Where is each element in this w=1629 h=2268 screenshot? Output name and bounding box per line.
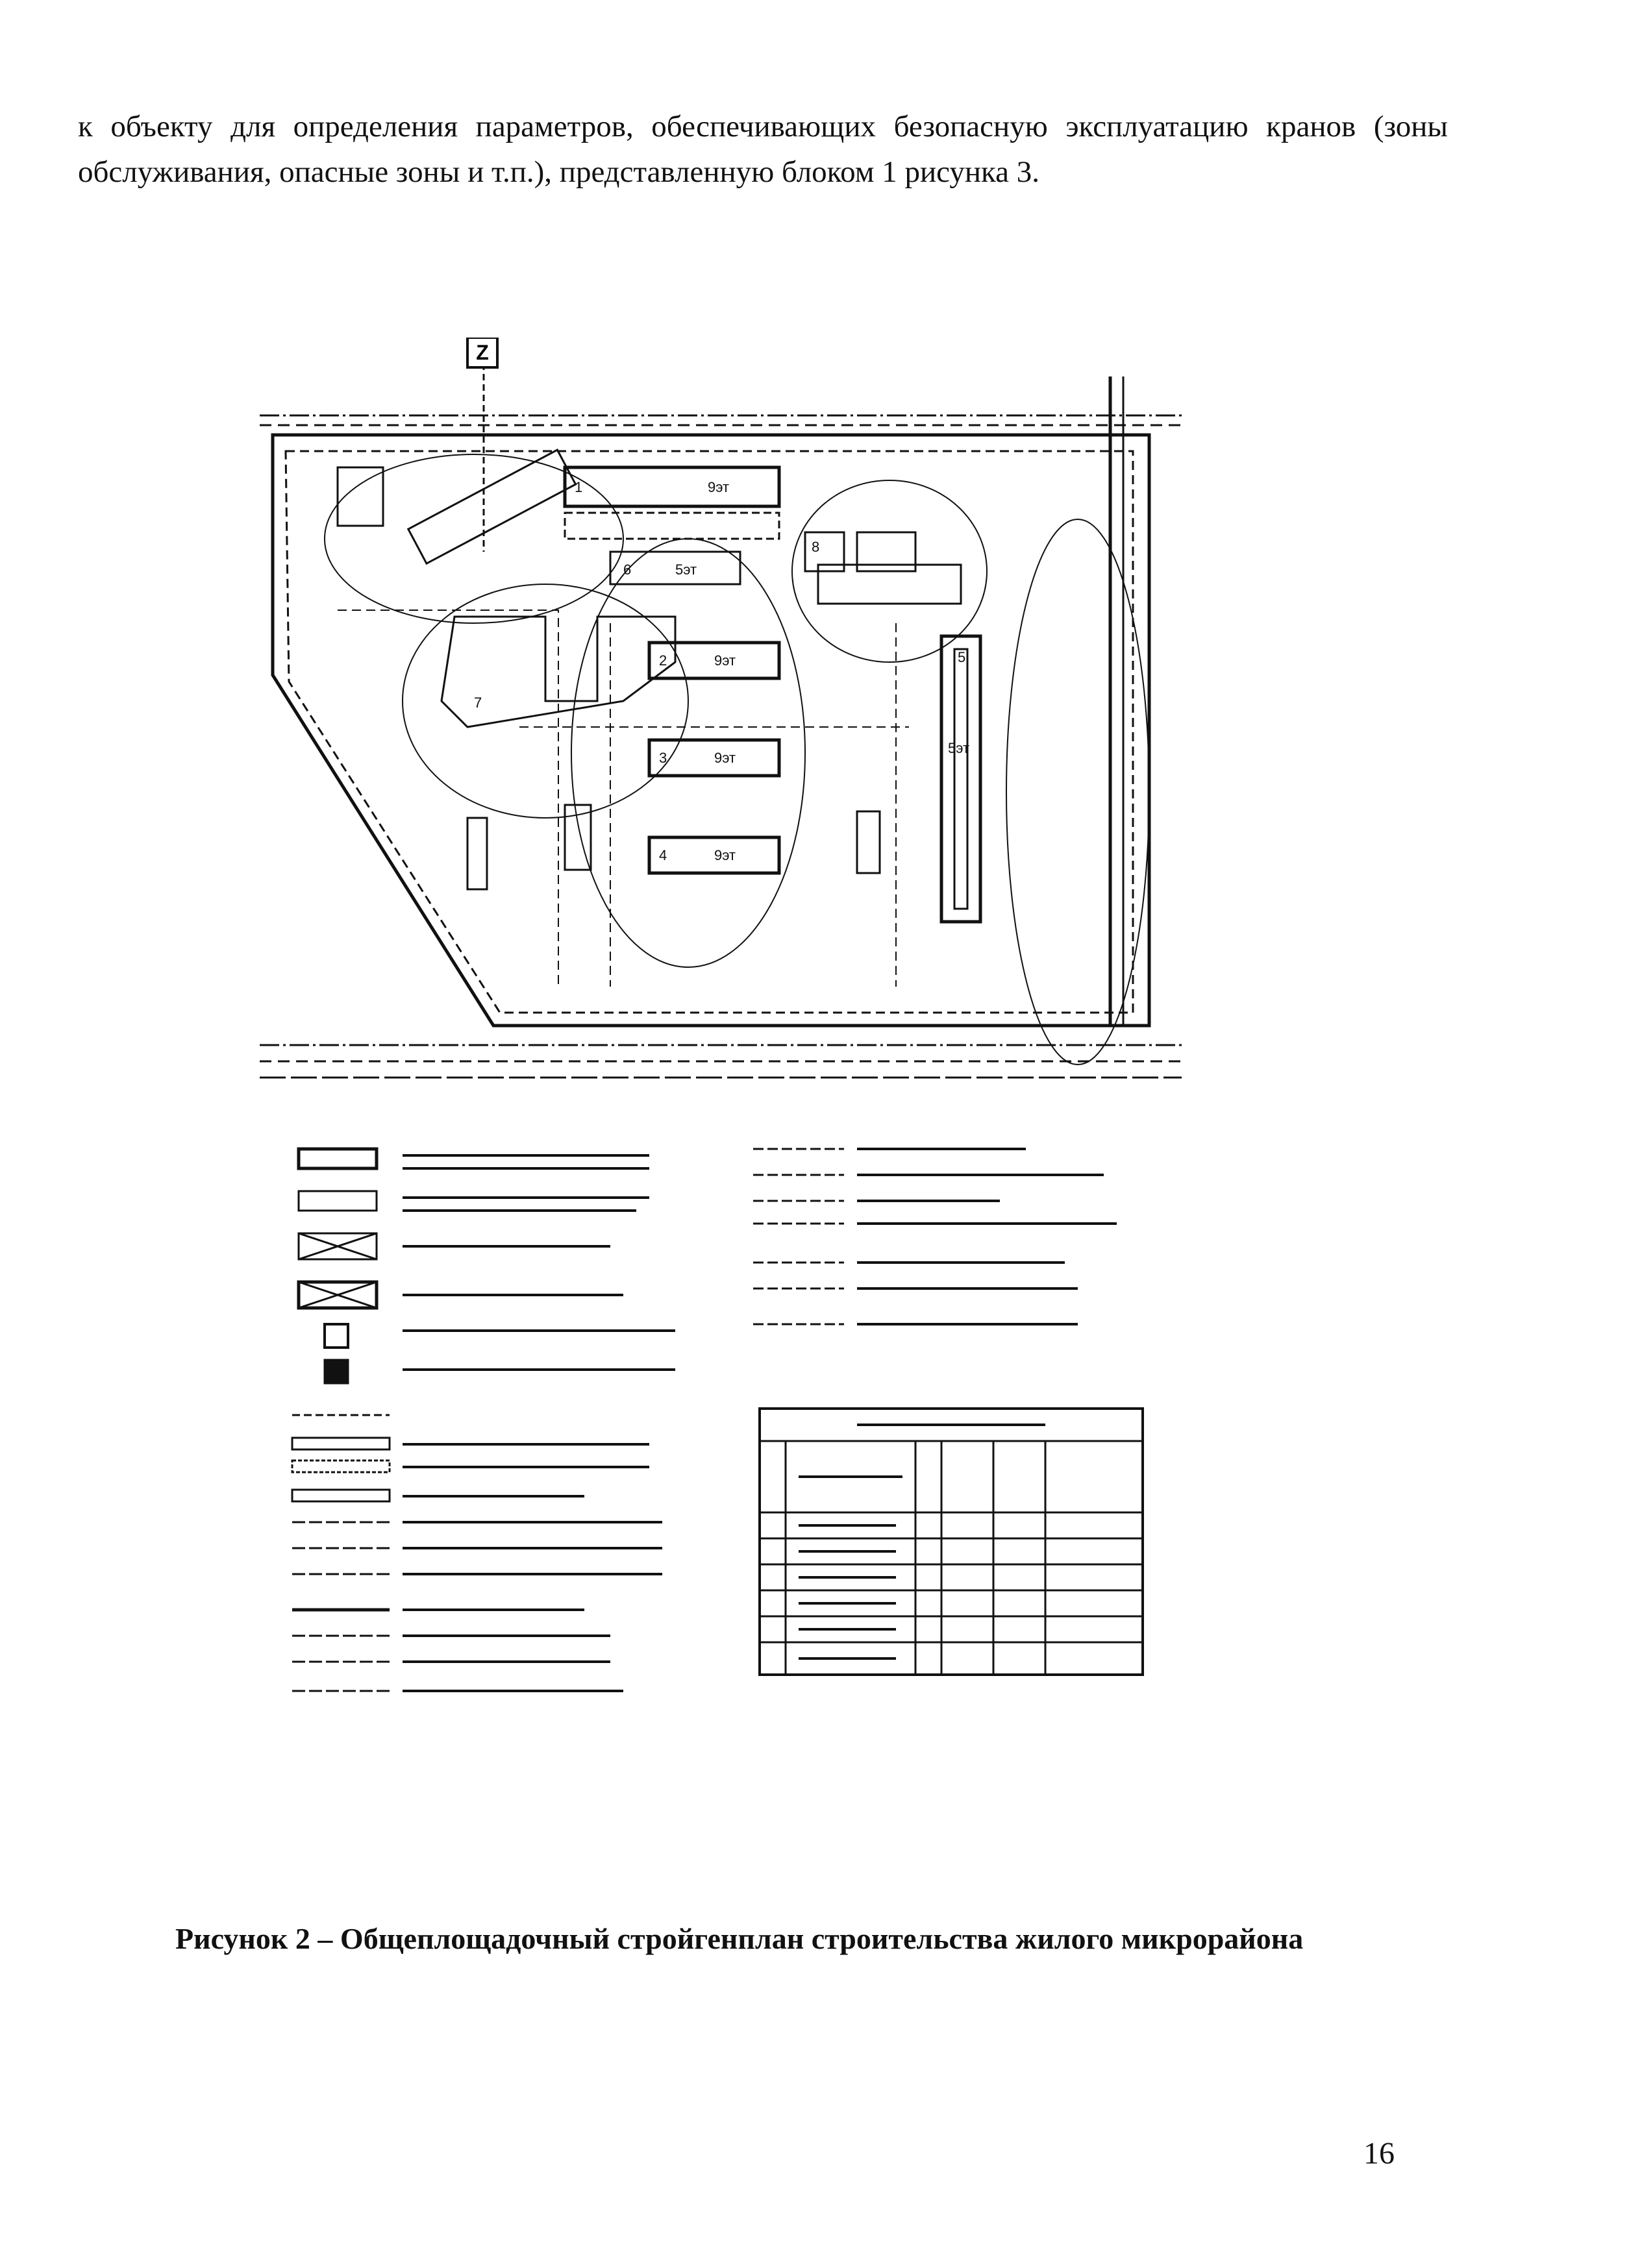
- site-plan-svg: Z 1 9эт 2 9эт 3 9эт 4 9эт 5 5эт 6 5эт 7 …: [260, 336, 1182, 1079]
- crane-zone: [1006, 519, 1150, 1065]
- legend-symbol: [297, 1147, 379, 1170]
- building-label: 1: [575, 479, 582, 495]
- substation-legend-icon: [323, 1359, 349, 1385]
- building-rect: [564, 512, 780, 540]
- crane-zone: [571, 538, 806, 968]
- building-storeys: 9эт: [714, 847, 736, 863]
- legend-symbol: [297, 1232, 378, 1261]
- building-rect: [609, 550, 741, 585]
- building-complex: [440, 615, 677, 728]
- building-label: 4: [659, 847, 667, 863]
- building-rect: [647, 738, 781, 778]
- site-plan-drawing: Z 1 9эт 2 9эт 3 9эт 4 9эт 5 5эт 6 5эт 7 …: [260, 336, 1208, 1103]
- building-rect: [856, 531, 917, 573]
- intro-paragraph: к объекту для определения параметров, об…: [78, 104, 1448, 195]
- building-label: 7: [474, 695, 482, 711]
- legend-symbol: [298, 1232, 377, 1261]
- building-storeys: 9эт: [714, 750, 736, 766]
- transformer-legend-icon: [323, 1323, 349, 1349]
- building-rect: [563, 465, 781, 508]
- legend-symbol: [297, 1190, 378, 1212]
- transformer-label: Z: [476, 341, 489, 364]
- building-label: 3: [659, 750, 667, 766]
- crane-zone: [324, 454, 624, 624]
- building-rect: [647, 641, 781, 680]
- transformer-icon: [466, 336, 499, 369]
- building-rect: [939, 634, 982, 924]
- crane-zone: [791, 480, 988, 663]
- building-storeys: 9эт: [708, 479, 729, 495]
- building-rect: [817, 563, 962, 605]
- legend-symbol: [291, 1436, 391, 1451]
- site-boundary: [271, 433, 1151, 1028]
- building-storeys: 9эт: [714, 652, 736, 669]
- internal-road: [338, 610, 909, 987]
- building-label: 8: [812, 539, 819, 555]
- legend-symbol: [291, 1459, 391, 1473]
- crane: [466, 817, 488, 891]
- building-label: 2: [659, 652, 667, 669]
- intro-text: к объекту для определения параметров, об…: [78, 110, 1448, 189]
- legend-and-table: [286, 1136, 1208, 1733]
- building-rect: [804, 531, 845, 573]
- crane-zone: [402, 584, 689, 819]
- building-label: 6: [623, 561, 631, 578]
- building-rect: [336, 466, 384, 527]
- temporary-road: [284, 450, 1134, 1014]
- building-label: 5: [958, 649, 965, 665]
- legend-symbol: [298, 1281, 377, 1309]
- figure-caption: Рисунок 2 – Общеплощадочный стройгенплан…: [175, 1922, 1304, 1955]
- legend-symbol: [297, 1280, 379, 1310]
- crane: [564, 804, 592, 871]
- crane: [856, 810, 881, 874]
- building-rect: [647, 835, 781, 875]
- building-table: [758, 1407, 1144, 1676]
- building-storeys: 5эт: [948, 740, 969, 756]
- legend-symbol: [291, 1488, 391, 1503]
- building-rect: [953, 648, 969, 910]
- legend-svg: [291, 1147, 1144, 1692]
- page-number: 16: [1363, 2136, 1395, 2171]
- building-storeys: 5эт: [675, 561, 697, 578]
